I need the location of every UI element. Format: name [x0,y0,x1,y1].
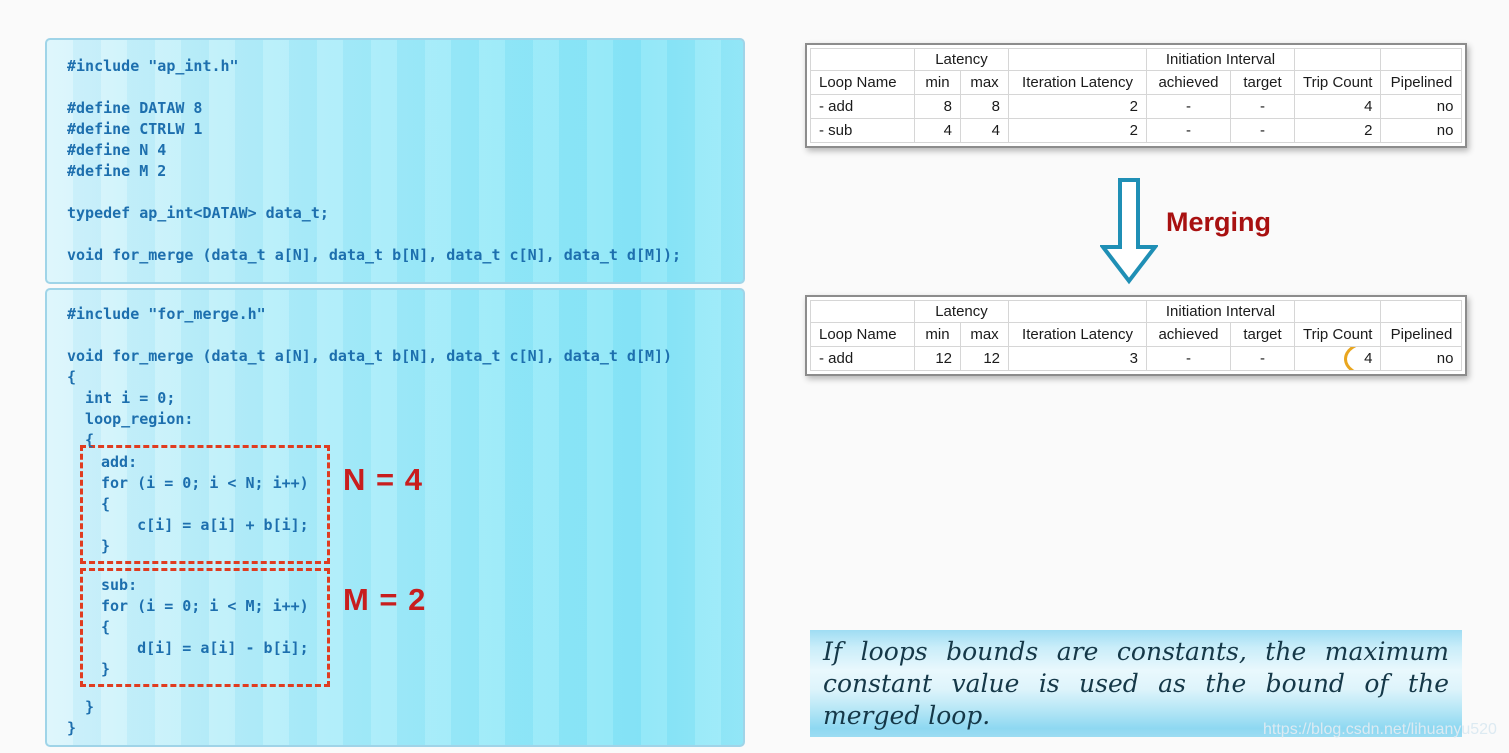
table-cell: 3 [1008,346,1147,371]
column-header: min [914,70,961,95]
table-cell: - [1146,94,1231,119]
column-header: Trip Count [1293,70,1382,95]
column-header: Pipelined [1380,322,1463,347]
table-cell: no [1380,118,1463,143]
column-header: achieved [1146,70,1231,95]
table-cell: - [1146,346,1231,371]
table-cell: no [1380,346,1463,371]
sub-loop-code: sub: for (i = 0; i < M; i++) { d[i] = a[… [101,576,309,678]
note-box: If loops bounds are constants, the maxim… [810,630,1462,737]
note-line: If loops bounds are constants, the maxim… [823,637,1449,666]
column-header: Loop Name [810,322,915,347]
column-header: achieved [1146,322,1231,347]
sub-loop-box: sub: for (i = 0; i < M; i++) { d[i] = a[… [80,568,330,687]
down-arrow-icon [1100,178,1158,285]
table-cell: - [1230,94,1295,119]
table-cell: no [1380,94,1463,119]
m-bound-annotation: M = 2 [343,582,427,617]
column-group-header: Initiation Interval [1146,48,1295,71]
column-group-header: Latency [914,48,1009,71]
source-code-top: #include "for_merge.h" void for_merge (d… [67,305,673,449]
column-group-row: Latency Initiation Interval [810,48,1463,71]
table-cell: - [1146,118,1231,143]
column-header: target [1230,322,1295,347]
n-bound-annotation: N = 4 [343,462,423,497]
source-code-bottom: } } [67,698,95,737]
add-loop-box: add: for (i = 0; i < N; i++) { c[i] = a[… [80,445,330,564]
column-header: Pipelined [1380,70,1463,95]
table-cell: 8 [914,94,961,119]
watermark: https://blog.csdn.net/lihuanyu520 [1263,721,1497,738]
header-code-panel: #include "ap_int.h" #define DATAW 8 #def… [45,38,745,284]
table-cell: 4 [1293,94,1382,119]
column-header: min [914,322,961,347]
column-group-spacer [1293,48,1382,71]
table-cell: 2 [1008,118,1147,143]
table-cell: 12 [960,346,1009,371]
column-header: Trip Count [1293,322,1382,347]
merging-label: Merging [1166,207,1271,237]
column-header: Loop Name [810,70,915,95]
table-cell: 2 [1293,118,1382,143]
column-group-spacer [810,300,915,323]
column-group-spacer [1008,48,1147,71]
column-header: target [1230,70,1295,95]
header-code: #include "ap_int.h" #define DATAW 8 #def… [67,57,682,264]
note-line: merged loop. [823,701,991,730]
merging-indicator: Merging [1100,177,1360,287]
column-header: max [960,322,1009,347]
column-group-spacer [1008,300,1147,323]
table-cell: - [1230,346,1295,371]
highlighted-trip-count: 4 [1364,350,1373,367]
column-group-header: Initiation Interval [1146,300,1295,323]
table-cell: 12 [914,346,961,371]
column-group-spacer [1380,48,1463,71]
table-cell: 4 [914,118,961,143]
column-header: Iteration Latency [1008,70,1147,95]
column-group-spacer [810,48,915,71]
table-cell: 4 [960,118,1009,143]
table-cell: - add [810,94,915,119]
column-header: Iteration Latency [1008,322,1147,347]
column-group-spacer [1380,300,1463,323]
table-cell: - sub [810,118,915,143]
source-code-panel: #include "for_merge.h" void for_merge (d… [45,288,745,747]
table-cell: 8 [960,94,1009,119]
table-cell: - add [810,346,915,371]
column-group-spacer [1293,300,1382,323]
note-line: constant value is used as the bound of t… [823,669,1449,698]
column-group-row: Latency Initiation Interval [810,300,1463,323]
column-header: max [960,70,1009,95]
column-group-header: Latency [914,300,1009,323]
add-loop-code: add: for (i = 0; i < N; i++) { c[i] = a[… [101,453,309,555]
table-cell: 4 [1293,346,1382,371]
table-cell: - [1230,118,1295,143]
table-cell: 2 [1008,94,1147,119]
